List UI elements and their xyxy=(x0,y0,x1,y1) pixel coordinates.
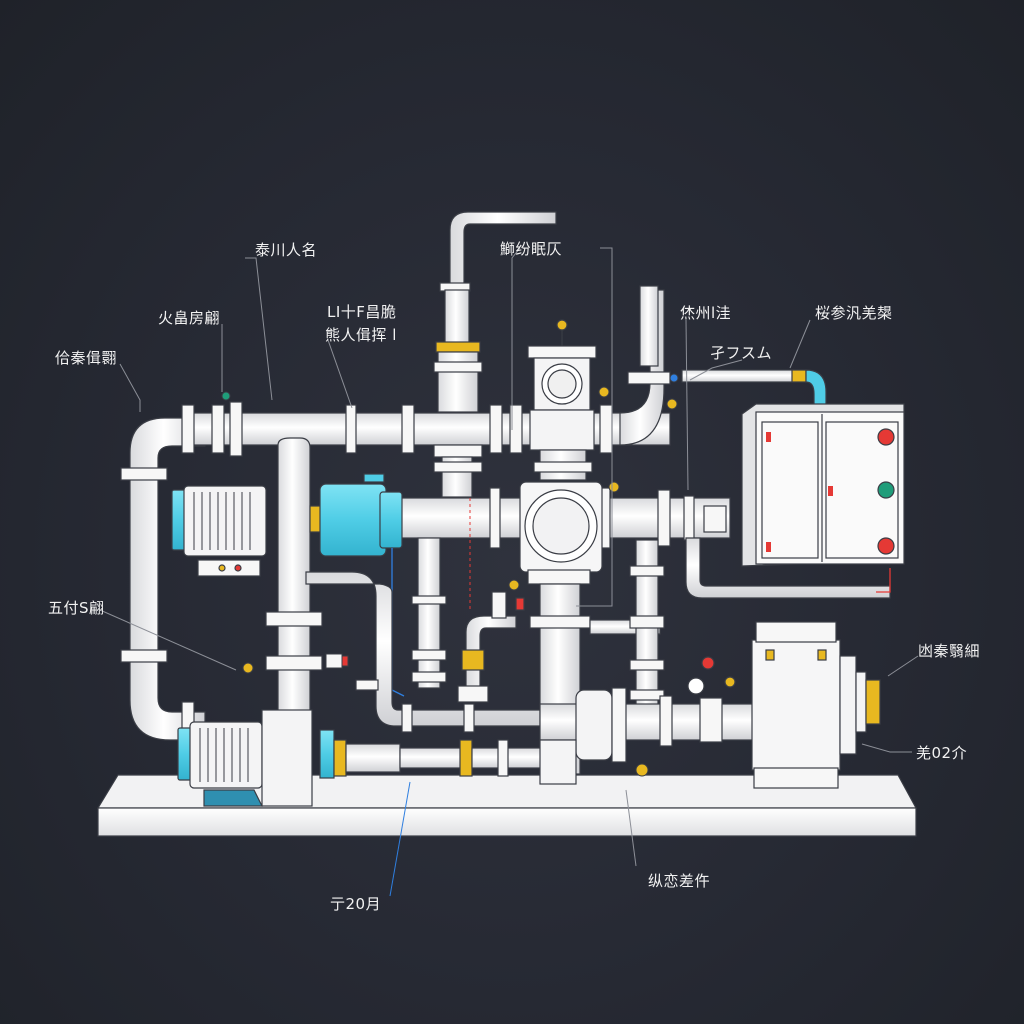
label-center-upper-b: 熊人偮挥 l xyxy=(325,326,397,344)
top-header-pipe xyxy=(181,285,671,457)
label-bottom-left: 亍20月 xyxy=(330,895,382,913)
label-top-left-a: 泰川人名 xyxy=(255,241,318,259)
label-top-right-a: 烋州l洼 xyxy=(680,304,732,322)
leader-lines xyxy=(99,247,919,897)
label-center-upper-a: LI十F昌脆 xyxy=(327,303,397,321)
label-top-right-c: 桜参汎羌槼 xyxy=(815,304,893,322)
gearbox-unit xyxy=(539,621,881,789)
panel-signal-wire xyxy=(876,568,891,593)
upper-motor xyxy=(171,485,267,577)
label-right-a: 凼秦翳細 xyxy=(918,642,981,660)
top-inlet-pipe xyxy=(433,211,557,498)
upper-valve-housing xyxy=(527,319,597,481)
control-panel xyxy=(741,403,905,567)
label-bottom-center: 纵恋差仵 xyxy=(648,872,711,890)
label-left-upper: 佮秦偮翾 xyxy=(55,349,118,367)
left-return-pipe xyxy=(120,417,206,751)
lower-motor xyxy=(177,709,543,807)
label-top-right-b: 孑フスム xyxy=(710,344,773,362)
label-top-left-b: 火畠房翩 xyxy=(158,309,221,327)
label-right-b: 羌02介 xyxy=(916,744,968,762)
label-top-center: 鰤纷眠仄 xyxy=(500,240,563,258)
label-left-lower: 五付S翩 xyxy=(48,599,105,617)
blue-booster-pump xyxy=(309,473,405,697)
mid-branch-pipes xyxy=(305,537,665,733)
